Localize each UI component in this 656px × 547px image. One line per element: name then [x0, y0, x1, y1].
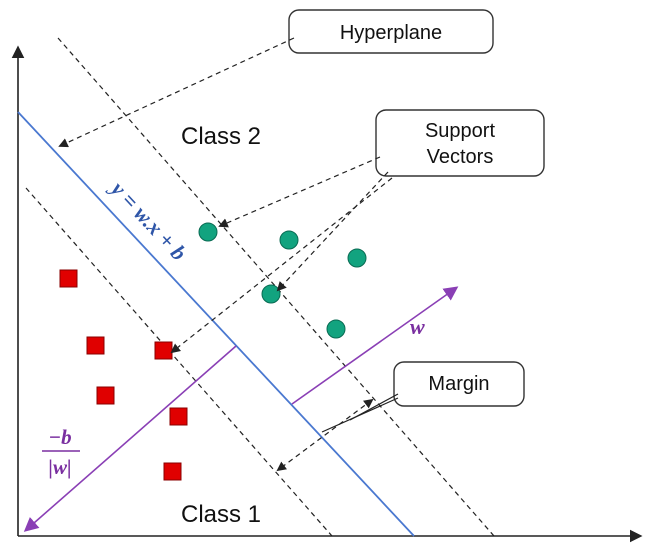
support-vectors-callout-box: [375, 109, 545, 177]
hyperplane-callout-arrow: [58, 37, 295, 148]
class1-marker: [163, 462, 182, 481]
class2-marker: [198, 222, 218, 242]
support-vector-arrow-3: [170, 177, 393, 354]
class2-label: Class 2: [181, 123, 261, 150]
support-vectors-label-line2: Vectors: [427, 146, 494, 168]
support-vector-arrow-2: [276, 171, 389, 292]
class2-marker: [326, 319, 346, 339]
margin-line-upper: [57, 37, 495, 537]
class1-marker: [154, 341, 173, 360]
w-vector-label: w: [410, 314, 425, 339]
margin-pointer-lower: [321, 397, 399, 433]
margin-double-arrow: [276, 398, 374, 472]
margin-callout-box: [393, 361, 525, 407]
support-vector-arrow-1: [218, 156, 381, 228]
bias-numerator: −b: [48, 425, 71, 449]
class2-marker: [261, 284, 281, 304]
w-vector-arrow: [291, 286, 459, 405]
hyperplane-callout-box: [288, 9, 494, 54]
class1-label: Class 1: [181, 501, 261, 528]
margin-label: Margin: [428, 373, 489, 395]
bias-denominator: |w|: [48, 455, 71, 479]
class1-marker: [169, 407, 188, 426]
negative-bias-arrow: [23, 345, 237, 532]
hyperplane-label: Hyperplane: [340, 22, 442, 44]
class1-marker: [86, 336, 105, 355]
class2-marker: [279, 230, 299, 250]
class2-marker: [347, 248, 367, 268]
class1-marker: [96, 386, 115, 405]
class1-marker: [59, 269, 78, 288]
hyperplane-line: [17, 111, 415, 537]
support-vectors-label-line1: Support: [425, 120, 495, 142]
